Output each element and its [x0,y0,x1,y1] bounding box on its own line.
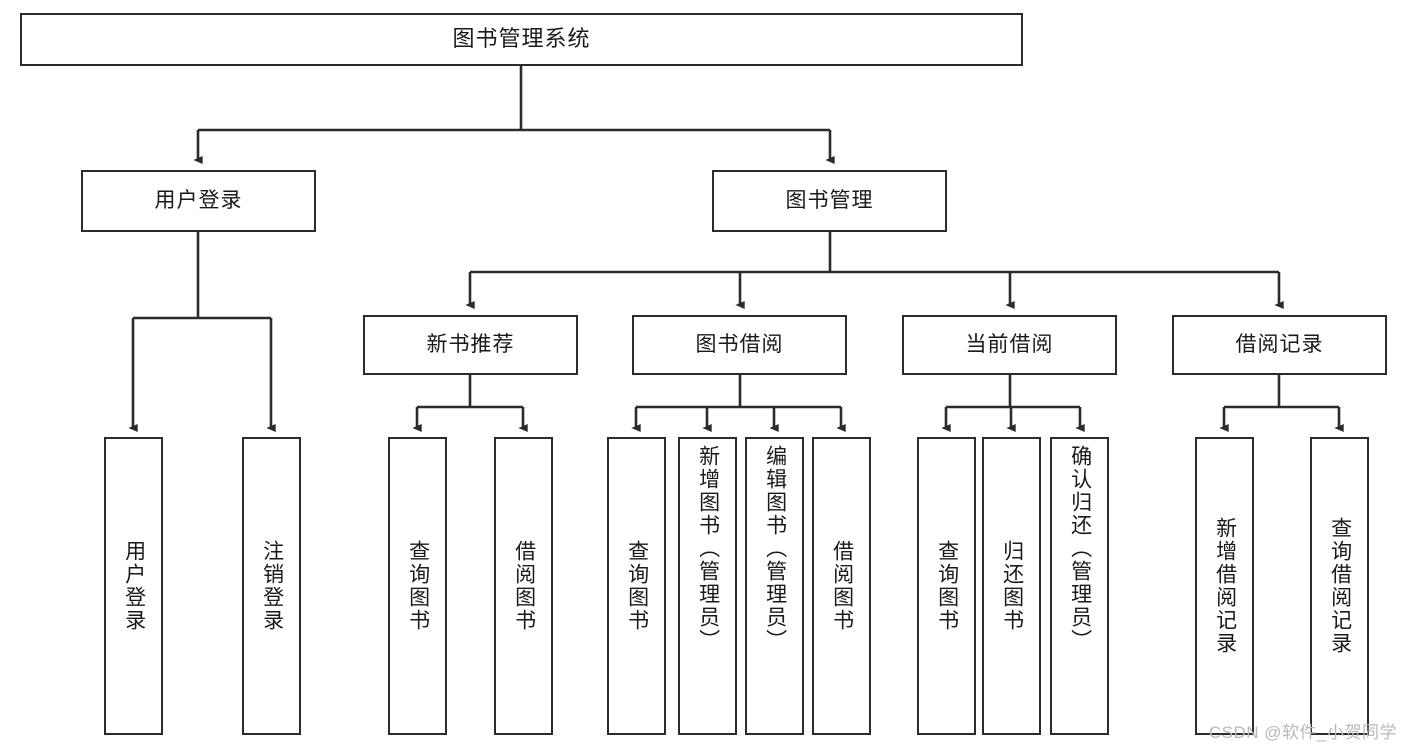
node-current-borrow[interactable]: 当前借阅 [902,315,1117,375]
leaf-recommend-borrow-book[interactable]: 借阅图书 [494,437,553,735]
leaf-recommend-query-book[interactable]: 查询图书 [388,437,447,735]
leaf-record-query-record[interactable]: 查询借阅记录 [1310,437,1369,735]
watermark-label: CSDN @软件_小贺同学 [1208,723,1397,742]
node-book-management[interactable]: 图书管理 [712,170,947,232]
node-user-login[interactable]: 用户登录 [81,170,316,232]
leaf-current-return-book[interactable]: 归还图书 [982,437,1041,735]
leaf-borrow-query-book[interactable]: 查询图书 [607,437,666,735]
leaf-user-login-signin[interactable]: 用户登录 [104,437,163,735]
leaf-current-query-book[interactable]: 查询图书 [917,437,976,735]
leaf-record-add-record[interactable]: 新增借阅记录 [1195,437,1254,735]
node-root-system[interactable]: 图书管理系统 [20,13,1023,66]
node-borrow-record[interactable]: 借阅记录 [1172,315,1387,375]
leaf-user-login-signout[interactable]: 注销登录 [242,437,301,735]
leaf-borrow-edit-book-admin[interactable]: 编辑图书（管理员） [745,437,804,735]
node-book-borrow[interactable]: 图书借阅 [632,315,847,375]
leaf-borrow-borrow-book[interactable]: 借阅图书 [812,437,871,735]
leaf-borrow-add-book-admin[interactable]: 新增图书（管理员） [678,437,737,735]
node-new-book-recommend[interactable]: 新书推荐 [363,315,578,375]
leaf-current-confirm-return-admin[interactable]: 确认归还（管理员） [1050,437,1109,735]
